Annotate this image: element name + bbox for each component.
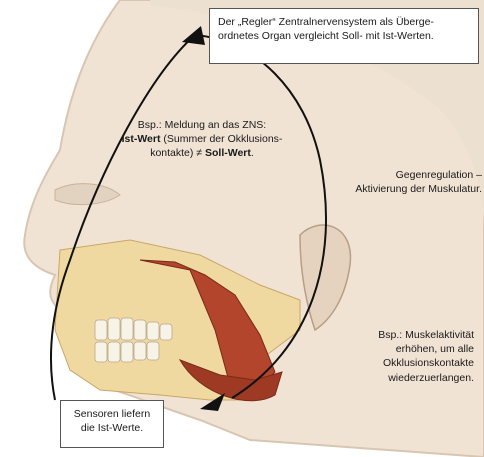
meldung-label: Bsp.: Meldung an das ZNS: Ist-Wert (Summ… — [96, 118, 308, 161]
muskelaktivitaet-label: Bsp.: Muskelaktivität erhöhen, um alle O… — [326, 328, 474, 385]
muskel-line4: wiederzuerlangen. — [326, 371, 474, 385]
meldung-line1: Bsp.: Meldung an das ZNS: — [96, 118, 308, 132]
sensoren-line1: Sensoren liefern — [65, 407, 159, 421]
gegenregulation-line2: Aktivierung der Muskulatur. — [306, 182, 482, 196]
ist-wert-term: Ist-Wert — [122, 133, 161, 145]
regler-box: Der „Regler“ Zentralnervensystem als Übe… — [209, 8, 479, 64]
meldung-line3-prefix: kontakte) ≠ — [150, 147, 205, 159]
muskel-line3: Okklusionskontakte — [326, 356, 474, 370]
gegenregulation-label: Gegenregulation – Aktivierung der Muskul… — [306, 168, 482, 196]
muskel-line1: Bsp.: Muskelaktivität — [326, 328, 474, 342]
soll-wert-term: Soll-Wert — [205, 147, 251, 159]
meldung-line3-suffix: . — [251, 147, 254, 159]
ist-wert-suffix: (Summer der Okklusions- — [160, 133, 282, 145]
sensoren-line2: die Ist-Werte. — [65, 421, 159, 435]
muskel-line2: erhöhen, um alle — [326, 342, 474, 356]
regler-text: Der „Regler“ Zentralnervensystem als Übe… — [218, 16, 434, 42]
gegenregulation-line1: Gegenregulation – — [306, 168, 482, 182]
sensoren-box: Sensoren liefern die Ist-Werte. — [60, 400, 164, 448]
